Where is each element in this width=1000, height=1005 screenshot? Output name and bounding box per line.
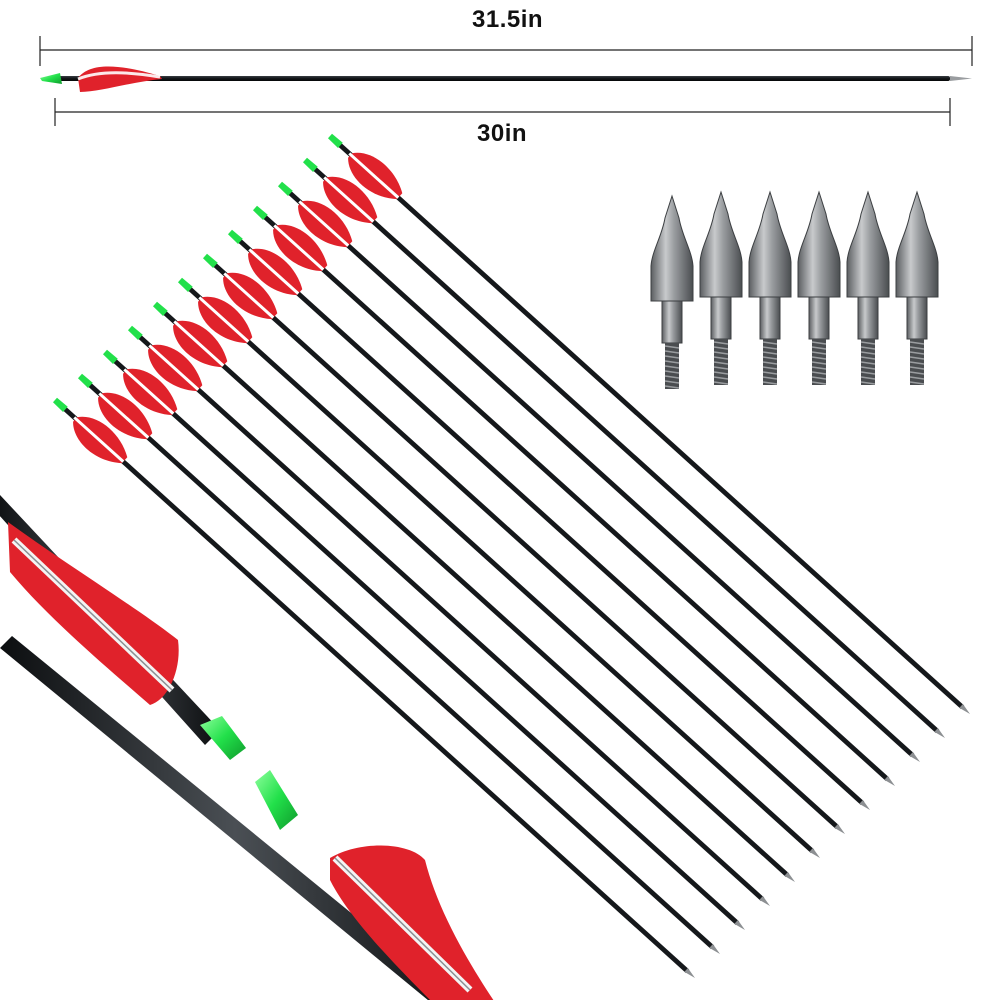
arrowhead	[846, 190, 890, 385]
arrowhead	[650, 194, 694, 389]
arrow	[127, 325, 771, 906]
dimension-shaft-length	[54, 98, 951, 126]
reference-arrow	[40, 66, 972, 92]
arrow	[327, 133, 971, 714]
arrow	[227, 229, 871, 810]
arrowhead	[797, 190, 841, 385]
arrow	[52, 397, 696, 978]
arrow	[152, 301, 796, 882]
arrow	[202, 253, 846, 834]
arrow	[177, 277, 821, 858]
dimension-total-length	[39, 36, 973, 66]
arrowhead	[895, 190, 939, 385]
arrow	[77, 373, 721, 954]
arrowhead	[699, 190, 743, 385]
shaft-length-label: 30in	[477, 120, 528, 147]
arrow	[102, 349, 746, 930]
arrow	[277, 181, 921, 762]
total-length-label: 31.5in	[472, 6, 544, 33]
arrow	[252, 205, 896, 786]
arrowhead-set	[650, 190, 939, 389]
closeup-detail	[0, 495, 497, 1005]
arrowhead	[748, 190, 792, 385]
arrow	[302, 157, 946, 738]
arrow-bundle	[52, 133, 971, 978]
